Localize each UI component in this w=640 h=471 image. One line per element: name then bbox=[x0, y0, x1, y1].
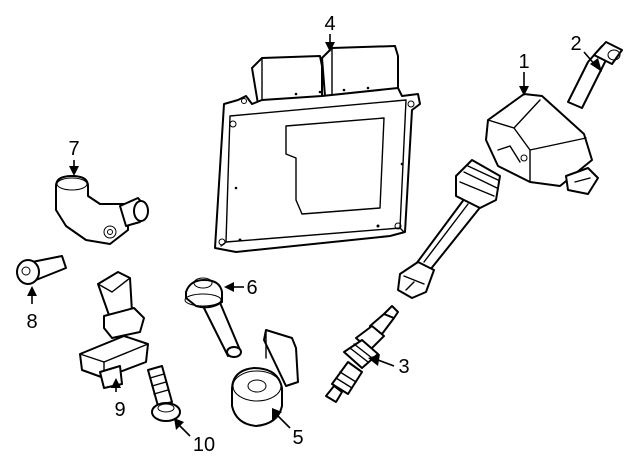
callout-6-label: 6 bbox=[246, 277, 257, 299]
callout-5-arrow bbox=[272, 408, 282, 420]
callout-9-label: 9 bbox=[114, 399, 125, 421]
callout-8-label: 8 bbox=[26, 311, 37, 333]
callout-5-label: 5 bbox=[292, 427, 303, 449]
callout-7-label: 7 bbox=[68, 138, 79, 160]
callout-7-arrow bbox=[69, 166, 79, 176]
callout-1: 1 bbox=[518, 51, 530, 96]
part-8-bolt bbox=[16, 255, 67, 285]
callout-9: 9 bbox=[111, 378, 126, 421]
callout-10: 10 bbox=[174, 418, 215, 456]
callout-4-arrow bbox=[325, 42, 335, 52]
callout-2-label: 2 bbox=[570, 33, 581, 55]
callout-4: 4 bbox=[324, 13, 336, 52]
part-3-spark-plug bbox=[325, 305, 399, 403]
callout-2: 2 bbox=[570, 33, 602, 72]
part-10-bolt bbox=[147, 365, 181, 422]
part-5-knock-sensor bbox=[231, 329, 299, 427]
part-6-bolt bbox=[184, 277, 242, 358]
callout-10-arrow bbox=[174, 418, 184, 430]
part-1-ignition-coil bbox=[397, 93, 599, 299]
callout-2-arrow bbox=[590, 58, 602, 72]
callout-8-arrow bbox=[27, 286, 37, 296]
callout-10-label: 10 bbox=[193, 434, 215, 456]
callout-3-label: 3 bbox=[398, 356, 409, 378]
callout-6-arrow bbox=[224, 282, 234, 292]
part-7-camshaft-sensor bbox=[55, 175, 149, 245]
callout-3: 3 bbox=[368, 354, 410, 378]
callout-1-arrow bbox=[519, 86, 529, 96]
callout-1-label: 1 bbox=[518, 51, 529, 73]
callout-4-label: 4 bbox=[324, 13, 335, 35]
part-2-bolt bbox=[567, 41, 623, 109]
callout-9-arrow bbox=[111, 378, 121, 388]
callout-6: 6 bbox=[224, 277, 258, 299]
callout-7: 7 bbox=[68, 138, 80, 176]
callout-3-arrow bbox=[368, 354, 380, 366]
part-9-crankshaft-sensor bbox=[79, 271, 149, 389]
callout-8: 8 bbox=[26, 286, 38, 333]
callout-5: 5 bbox=[272, 408, 304, 449]
part-4-engine-control-module bbox=[214, 45, 421, 253]
